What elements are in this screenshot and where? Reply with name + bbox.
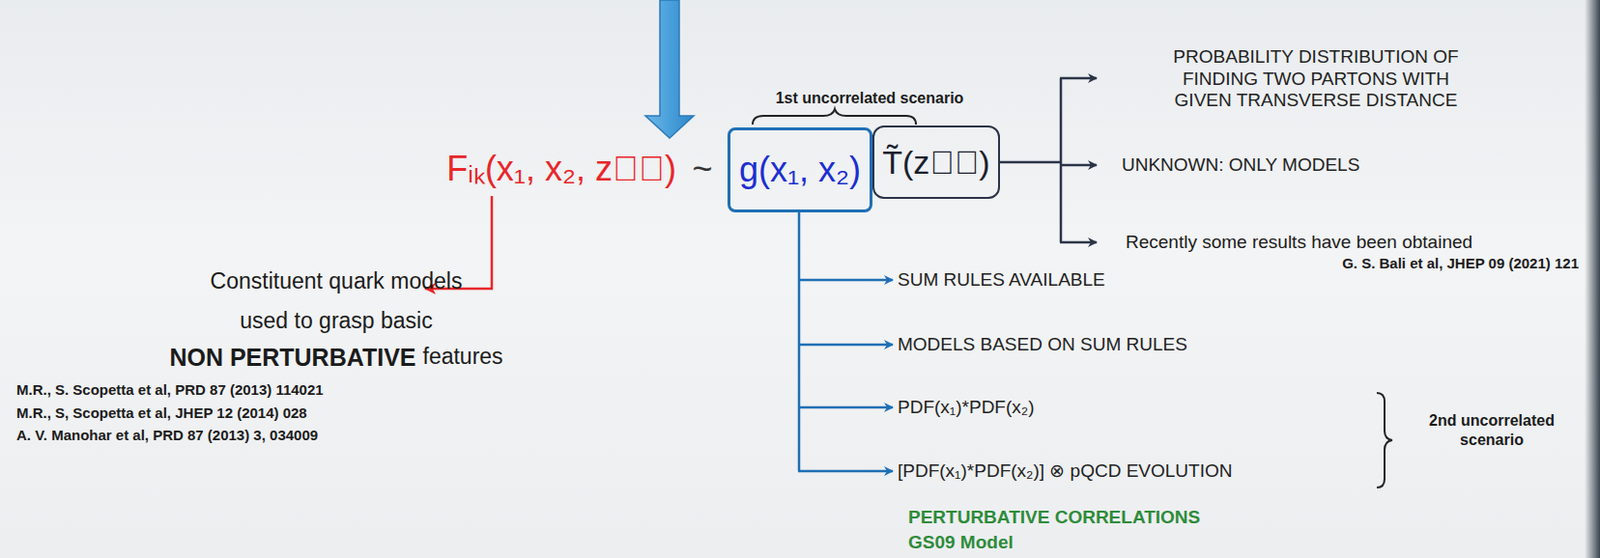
leader-arrow [1059, 241, 1097, 245]
brace-label: 1st uncorrelated scenario [775, 88, 965, 108]
reference-text: A. V. Manohar et al, PRD 87 (2013) 3, 03… [16, 427, 318, 445]
big-arrow [645, 0, 694, 139]
leader-line [798, 212, 801, 472]
note-text: PROBABILITY DISTRIBUTION OF FINDING TWO … [1165, 46, 1467, 113]
formula-text: T̃(z⃗⊥) [882, 143, 990, 182]
background-edge [1584, 0, 1600, 558]
leader-arrow [798, 406, 893, 410]
note-text: features [423, 343, 504, 372]
note-text: UNKNOWN: ONLY MODELS [1121, 154, 1360, 177]
leader-line [1000, 161, 1061, 165]
leader-arrow [1059, 77, 1097, 81]
formula-symbol: ~ [691, 147, 713, 190]
formula-text: Fᵢₖ(x₁, x₂, z⃗⊥) [446, 147, 677, 190]
reference-text: M.R., S, Scopetta et al, JHEP 12 (2014) … [16, 404, 308, 423]
formula-text: g(x₁, x₂) [739, 149, 861, 191]
dark-box: T̃(z⃗⊥) [872, 125, 1000, 200]
leader-line [1059, 78, 1063, 243]
leader-arrow [798, 279, 893, 283]
blue-box: g(x₁, x₂) [727, 127, 873, 213]
brace-label: 2nd uncorrelated scenario [1419, 411, 1565, 451]
note-text: Constituent quark models used to grasp b… [196, 261, 477, 342]
leader-arrow [798, 470, 893, 474]
note-text: Recently some results have been obtained [1125, 231, 1473, 255]
note-text: MODELS BASED ON SUM RULES [897, 334, 1188, 357]
leader-arrow [1059, 164, 1097, 168]
note-text: [PDF(x₁)*PDF(x₂)] ⊗ pQCD EVOLUTION [897, 460, 1232, 484]
emphasis-text: NON PERTURBATIVE [169, 342, 416, 372]
top-brace [752, 109, 916, 125]
leader-arrow [798, 343, 893, 347]
note-text: SUM RULES AVAILABLE [897, 269, 1106, 292]
highlight-text: PERTURBATIVE CORRELATIONS [908, 507, 1200, 530]
side-brace [1376, 393, 1393, 488]
reference-text: G. S. Bali et al, JHEP 09 (2021) 121 [1342, 255, 1579, 273]
highlight-text: GS09 Model [908, 532, 1014, 555]
reference-text: M.R., S. Scopetta et al, PRD 87 (2013) 1… [16, 381, 324, 400]
note-text: PDF(x₁)*PDF(x₂) [897, 397, 1035, 420]
